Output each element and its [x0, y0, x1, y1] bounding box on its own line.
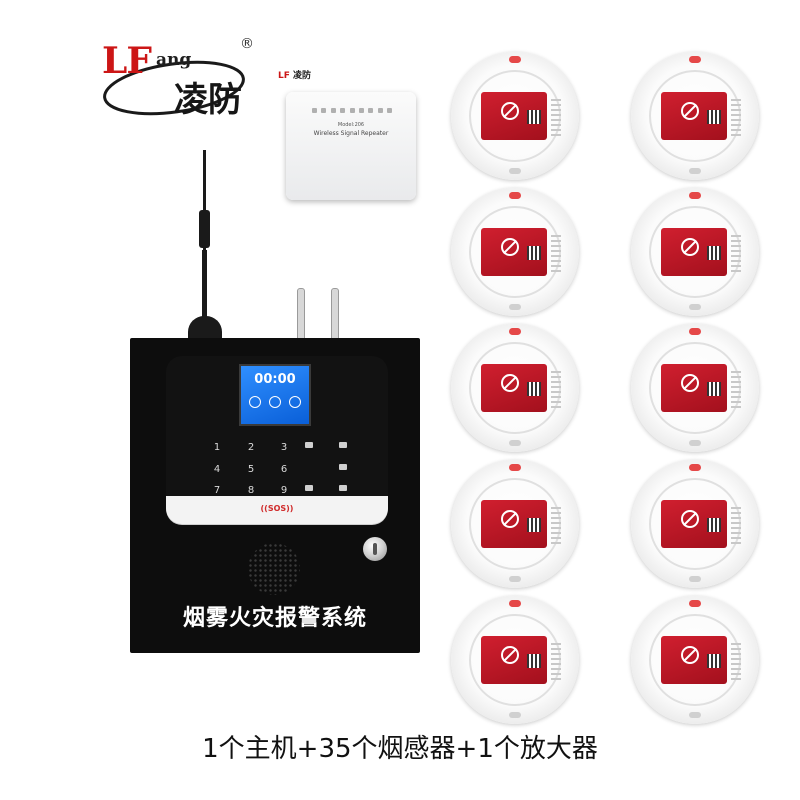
- record-icon: [339, 442, 347, 448]
- repeater-mini-logo-prefix: LF: [278, 71, 290, 81]
- qr-code-icon: [527, 382, 541, 396]
- function-key[interactable]: [332, 485, 354, 491]
- qr-code-icon: [707, 246, 721, 260]
- repeater-mini-logo-suffix: 凌防: [293, 71, 312, 81]
- qr-code-icon: [707, 654, 721, 668]
- qr-code-icon: [527, 654, 541, 668]
- qr-code-icon: [707, 518, 721, 532]
- smoke-detector: [631, 52, 759, 180]
- settings-icon: [305, 485, 313, 491]
- no-smoking-icon: [681, 646, 699, 664]
- repeater-product-label: Wireless Signal Repeater: [313, 130, 389, 137]
- smoke-detector: [451, 460, 579, 588]
- side-antenna-left: [297, 288, 305, 342]
- menu-icon: [339, 485, 347, 491]
- qr-code-icon: [707, 382, 721, 396]
- logo-chinese-name: 凌防: [174, 80, 242, 120]
- no-smoking-icon: [501, 374, 519, 392]
- logo-latin-prefix: LF: [102, 40, 152, 82]
- repeater-mini-logo: LF 凌防: [278, 68, 311, 81]
- phone-icon: [339, 464, 347, 470]
- sos-button[interactable]: ((SOS)): [260, 504, 294, 513]
- keypad-key[interactable]: 4: [213, 464, 221, 475]
- smoke-detector: [451, 324, 579, 452]
- keypad-key[interactable]: 5: [247, 464, 255, 475]
- smoke-detector: [451, 596, 579, 724]
- qr-code-icon: [707, 110, 721, 124]
- package-caption: 1个主机+35个烟感器+1个放大器: [202, 734, 598, 764]
- keypad-key[interactable]: 1: [213, 442, 221, 453]
- no-smoking-icon: [681, 510, 699, 528]
- repeater-model: Model:206: [337, 122, 365, 128]
- alarm-control-panel: 00:00 1 2 3 4 5 6 7 8 9 ((SOS)) 烟雾火灾报警系统: [130, 338, 420, 653]
- camera-icon: [305, 442, 313, 448]
- keypad-key[interactable]: 9: [280, 485, 288, 496]
- no-smoking-icon: [681, 374, 699, 392]
- smoke-detector: [451, 52, 579, 180]
- smoke-detector: [451, 188, 579, 316]
- smoke-detector: [631, 596, 759, 724]
- keypad-key[interactable]: 6: [280, 464, 288, 475]
- disarm-icon: [289, 396, 301, 408]
- panel-product-title: 烟雾火灾报警系统: [182, 606, 367, 631]
- panel-glass-face: 00:00 1 2 3 4 5 6 7 8 9: [166, 356, 388, 498]
- logo-swoosh-icon: [103, 60, 245, 116]
- smoke-detector: [631, 324, 759, 452]
- keypad-key[interactable]: 2: [247, 442, 255, 453]
- no-smoking-icon: [501, 102, 519, 120]
- repeater-led-row: [312, 108, 392, 114]
- qr-code-icon: [527, 110, 541, 124]
- speaker-grille: [248, 543, 300, 595]
- key-lock-icon: [363, 537, 387, 561]
- side-antenna-right: [331, 288, 339, 342]
- home-icon: [269, 396, 281, 408]
- screen-clock: 00:00: [254, 372, 296, 387]
- screen-mode-icons: [249, 396, 301, 408]
- smoke-detector: [631, 188, 759, 316]
- function-key[interactable]: [298, 485, 320, 491]
- qr-code-icon: [527, 518, 541, 532]
- keypad-key[interactable]: 7: [213, 485, 221, 496]
- main-antenna: [186, 150, 226, 342]
- logo-latin-suffix: ang: [156, 50, 192, 70]
- panel-sos-strip: ((SOS)): [166, 496, 388, 524]
- keypad-key[interactable]: 8: [247, 485, 255, 496]
- no-smoking-icon: [501, 646, 519, 664]
- keypad-key[interactable]: 3: [280, 442, 288, 453]
- panel-lcd-screen: 00:00: [239, 364, 311, 426]
- registered-mark: ®: [240, 36, 254, 52]
- function-key[interactable]: [332, 442, 354, 448]
- function-key[interactable]: [332, 464, 354, 470]
- no-smoking-icon: [681, 238, 699, 256]
- no-smoking-icon: [501, 510, 519, 528]
- signal-repeater: LF 凌防 Model:206 Wireless Signal Repeater: [272, 68, 422, 204]
- repeater-body: Model:206 Wireless Signal Repeater: [286, 92, 416, 200]
- qr-code-icon: [527, 246, 541, 260]
- no-smoking-icon: [501, 238, 519, 256]
- smoke-detector: [631, 460, 759, 588]
- brand-logo: LF ang 凌防 ®: [96, 36, 266, 122]
- no-smoking-icon: [681, 102, 699, 120]
- function-key[interactable]: [298, 442, 320, 448]
- arm-icon: [249, 396, 261, 408]
